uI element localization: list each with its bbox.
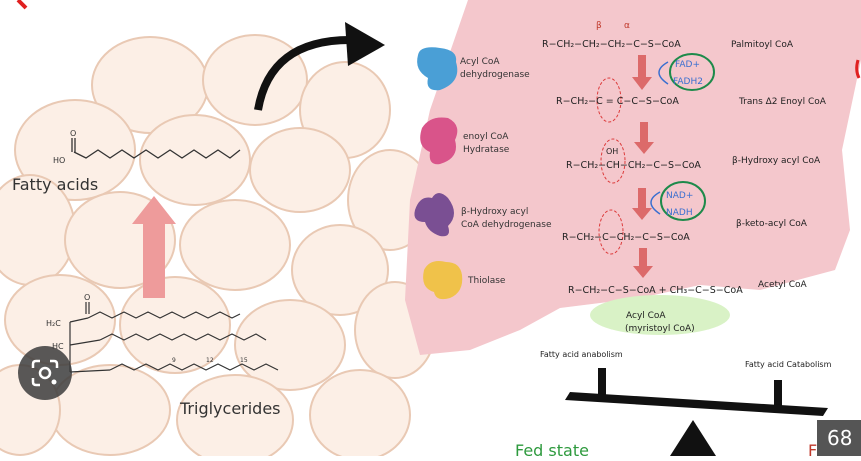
myristoyl-label: (myristoyl CoA) [625, 324, 695, 334]
fadh2-label: FADH2 [673, 77, 703, 87]
enzyme-hydroxyacyl-dehydrogenase-icon [414, 193, 454, 237]
enzyme-4-line1: Thiolase [467, 276, 506, 286]
alpha-label: α [624, 21, 630, 31]
step3-formula: R−CH₂−CH−CH₂−C−S−CoA [566, 160, 701, 171]
step3-highlight [600, 138, 626, 184]
fad-in-label: FAD+ [675, 60, 700, 70]
beta-label: β [596, 21, 602, 31]
pathway-arrow-4 [633, 248, 653, 278]
enzyme-2-line2: Hydratase [463, 145, 510, 155]
fed-state-label: Fed state [515, 441, 589, 456]
right-cut-label: F [808, 441, 817, 456]
step2-highlight [596, 77, 622, 123]
enzyme-2-line1: enoyl CoA [463, 132, 509, 142]
carbon-number-9: 9 [172, 357, 176, 364]
triglycerides-label: Triglycerides [179, 399, 281, 418]
step4-name: β-keto-acyl CoA [736, 219, 808, 229]
fad-cycle [658, 53, 715, 91]
ester-o-label: O [84, 293, 90, 302]
adipose-cells [0, 34, 436, 461]
pathway-arrow-1 [632, 55, 652, 90]
carbon-number-12: 12 [206, 357, 214, 364]
step3-name: β-Hydroxy acyl CoA [732, 156, 821, 166]
nad-in-label: NAD+ [666, 191, 693, 201]
balance-scale [565, 368, 828, 456]
step5-formula: R−CH₂−C−S−CoA + CH₃−C−S−CoA [568, 285, 743, 296]
pathway-arrow-3 [632, 188, 652, 220]
h2c-label: H₂C [46, 319, 61, 328]
ho-label: HO [53, 156, 65, 165]
google-lens-icon[interactable] [18, 346, 72, 400]
step2-formula: R−CH₂−C = C−C−S−CoA [556, 96, 679, 107]
lens-glyph-icon [31, 359, 59, 387]
acyl-coa-label: Acyl CoA [626, 311, 666, 321]
enzyme-1-line1: Acyl CoA [460, 57, 500, 67]
edge-red-mark [855, 59, 861, 79]
liver-shape [405, 0, 861, 355]
step2-name: Trans Δ2 Enoyl CoA [738, 97, 827, 107]
enzyme-acyl-coa-dehydrogenase-icon [417, 47, 458, 91]
nadh-label: NADH [666, 208, 693, 218]
image-count-badge: 68 [817, 420, 861, 456]
enzyme-3-line1: β-Hydroxy acyl [461, 207, 528, 217]
carbon-number-15: 15 [240, 357, 248, 364]
enzyme-3-line2: CoA dehydrogenase [461, 220, 552, 230]
pathway-arrow-2 [634, 122, 654, 154]
green-blob [590, 295, 730, 335]
step3-oh: OH [606, 147, 618, 156]
anabolism-label: Fatty acid anabolism [540, 350, 623, 359]
enzyme-1-line2: dehydrogenase [460, 70, 530, 80]
step5-name: Acetyl CoA [758, 280, 807, 290]
curved-arrow [254, 22, 385, 111]
hc-label: HC [52, 342, 64, 351]
catabolism-label: Fatty acid Catabolism [745, 360, 832, 369]
step4-highlight [598, 209, 624, 255]
cut-heading-mark [16, 0, 28, 10]
up-arrow [132, 196, 176, 298]
enzyme-thiolase-icon [423, 261, 463, 300]
fatty-acids-label: Fatty acids [12, 175, 98, 194]
step4-formula: R−CH₂−C−CH₂−C−S−CoA [562, 232, 690, 243]
enzyme-enoyl-coa-hydratase-icon [420, 117, 458, 165]
fatty-acid-structure [71, 138, 241, 159]
carbonyl-o-label: O [70, 129, 76, 138]
nad-cycle [650, 181, 706, 221]
step1-name: Palmitoyl CoA [731, 40, 794, 50]
step1-formula: R−CH₂−CH₂−CH₂−C−S−CoA [542, 39, 681, 50]
